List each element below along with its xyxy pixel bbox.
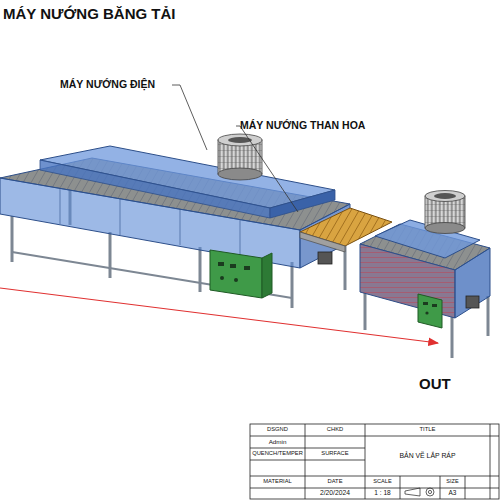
table-cell: SIZE — [440, 476, 465, 488]
table-cell: DSGND — [250, 424, 305, 436]
part-name: MÁY NƯỚNG THAN HOA — [240, 120, 365, 131]
table-cell: CHKD — [305, 424, 365, 436]
table-cell: MATERIAL — [250, 476, 305, 488]
table-cell: TITLE — [365, 424, 490, 436]
flow-label: OUT — [419, 376, 451, 391]
table-cell: 1 : 18 — [365, 488, 400, 499]
charcoal-oven — [360, 191, 490, 329]
table-cell: QUENCH/TEMPER — [250, 448, 305, 460]
table-cell: BẢN VẼ LẮP RÁP — [365, 436, 490, 476]
table-cell: DATE — [305, 476, 365, 488]
leader-line — [236, 126, 298, 212]
projection-symbol — [405, 488, 434, 496]
table-cell: SURFACE — [305, 448, 365, 460]
part-name: MÁY NƯỚNG ĐIỆN — [60, 79, 155, 90]
table-cell: 2/20/2024 — [305, 488, 365, 499]
table-cell: Admin — [250, 436, 305, 448]
table-cell: A3 — [440, 488, 465, 499]
electric-oven — [0, 134, 350, 298]
table-cell: SCALE — [365, 476, 400, 488]
drawing-title: MÁY NƯỚNG BĂNG TẢI — [3, 6, 175, 21]
title-block — [250, 424, 499, 499]
flow-arrow — [0, 288, 438, 343]
leader-line — [172, 85, 207, 150]
